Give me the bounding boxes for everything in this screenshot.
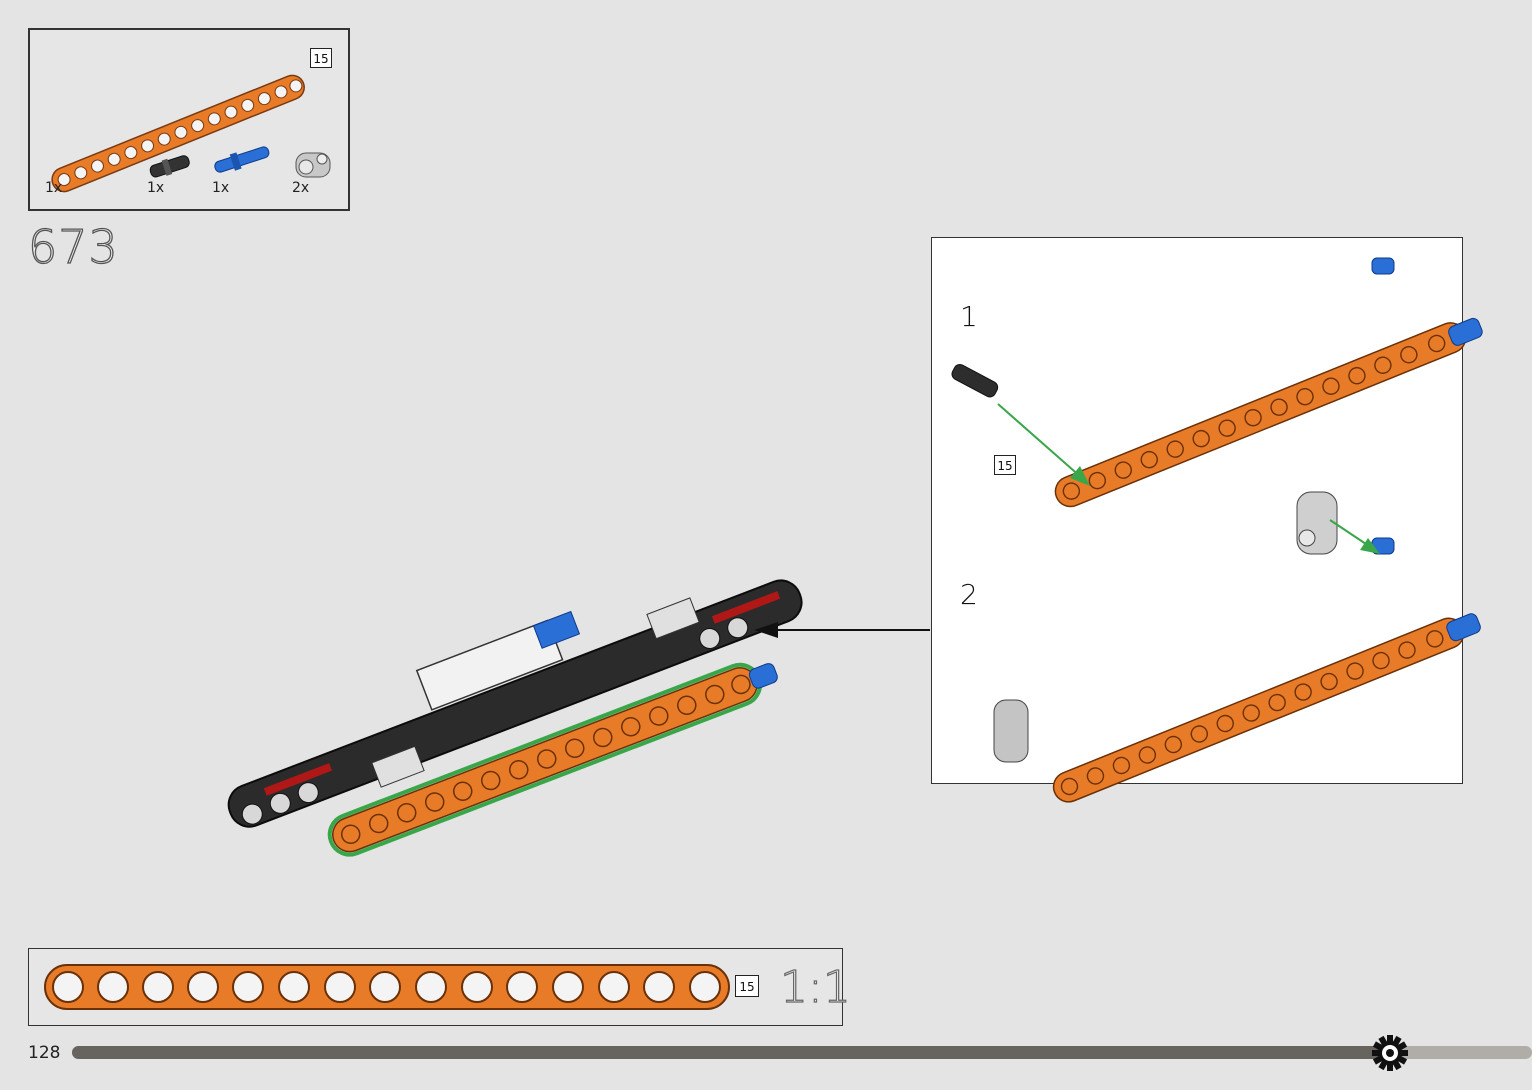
substep-1-illustration xyxy=(932,238,1464,488)
part-length-badge: 15 xyxy=(310,48,332,68)
blue-axle-pin-icon xyxy=(210,142,274,178)
substep-2-illustration xyxy=(932,488,1464,768)
scale-ratio: 1:1 xyxy=(780,962,851,1013)
parts-list-callout: 15 1x 1x 1x 2x xyxy=(28,28,350,211)
step-number: 673 xyxy=(28,220,119,274)
scale-reference-box: 15 xyxy=(28,948,843,1026)
progress-bar-fill xyxy=(72,1046,1401,1059)
scale-length-badge: 15 xyxy=(735,975,759,997)
part-qty-black-pin: 1x xyxy=(147,180,164,196)
substep-callout: 1 2 15 xyxy=(931,237,1463,784)
scale-beam-15 xyxy=(43,963,733,1013)
part-qty-blue-pin: 1x xyxy=(212,180,229,196)
grey-pin-connector-icon xyxy=(292,145,336,181)
blue-pin-top xyxy=(1372,258,1394,274)
black-pin xyxy=(950,362,1000,399)
black-connector-pin-icon xyxy=(146,152,196,182)
grey-connector-left xyxy=(994,700,1028,762)
page-number: 128 xyxy=(28,1043,60,1063)
gear-icon xyxy=(1370,1033,1410,1073)
blue-tile xyxy=(533,611,579,648)
progress-bar xyxy=(72,1046,1532,1059)
callout-pointer-arrow xyxy=(754,620,934,640)
main-assembly-illustration xyxy=(190,520,830,840)
part-qty-beam: 1x xyxy=(45,180,62,196)
part-qty-grey-connector: 2x xyxy=(292,180,309,196)
